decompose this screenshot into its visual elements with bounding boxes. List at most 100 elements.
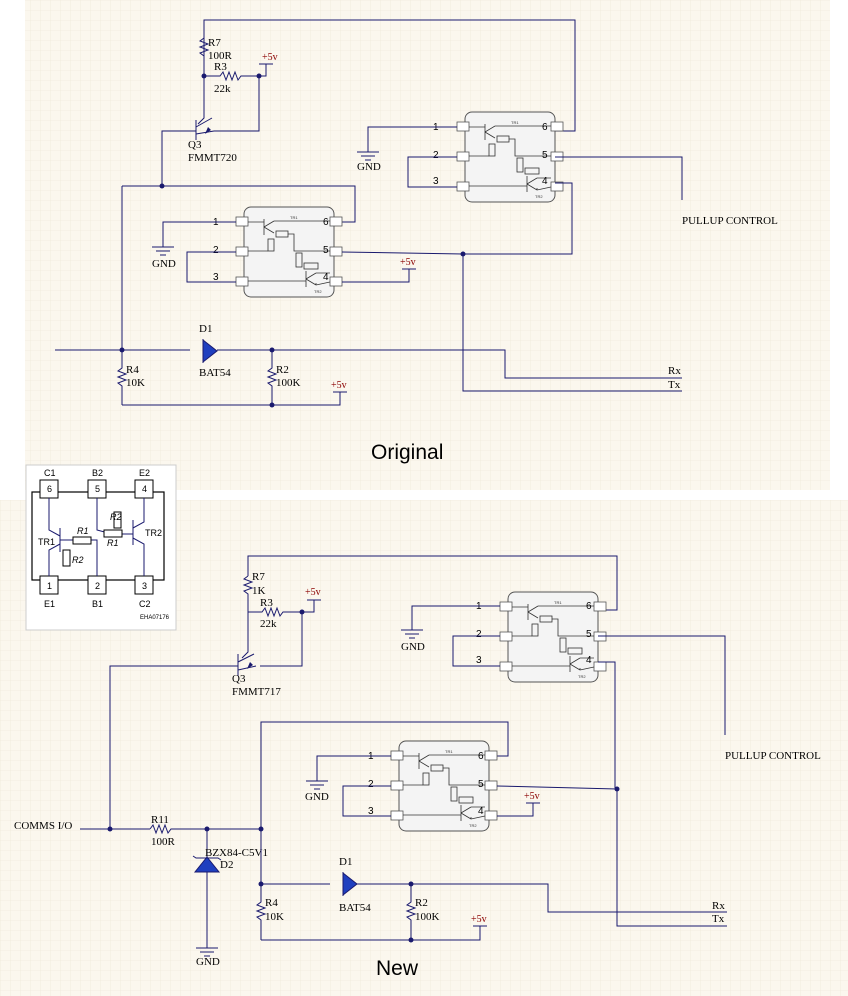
- pinout-num-1: 1: [47, 581, 52, 591]
- pinout-r1a: R1: [77, 526, 89, 536]
- r11-resistor: [149, 823, 261, 835]
- rx-label-new: Rx: [712, 900, 725, 912]
- original-schematic: R7 100R R3 22k +5v Q3 FMMT720 1 2 3 6 5 …: [55, 19, 778, 464]
- pinout-num-3: 3: [142, 581, 147, 591]
- gnd-label-d2: GND: [196, 956, 220, 968]
- ic1-pin2: 2: [433, 150, 439, 161]
- r3-resistor: [204, 70, 259, 82]
- ic2-pin2: 2: [213, 245, 219, 256]
- r2-resistor-new: [405, 884, 417, 940]
- r2-value-orig: 100K: [276, 377, 301, 389]
- pinout-b2: B2: [92, 468, 103, 478]
- r7-value: 100R: [208, 50, 233, 62]
- ic1-pin3: 3: [433, 176, 439, 187]
- vcc-label-r3-new: +5v: [305, 587, 321, 598]
- tx-label-orig: Tx: [668, 379, 681, 391]
- d1-label-orig: D1: [199, 323, 212, 335]
- ic2-pin5: 5: [323, 245, 329, 256]
- q3-transistor-new: [226, 612, 257, 676]
- ic2-pin3: 3: [213, 272, 219, 283]
- tx-label-new: Tx: [712, 913, 725, 925]
- new-schematic: R7 1K R3 22k +5v Q3 FMMT717 1 2 3 6 5 4 …: [14, 555, 821, 980]
- pullup-label-orig: PULLUP CONTROL: [682, 215, 778, 227]
- r11-label: R11: [151, 814, 169, 826]
- r4-resistor-orig: [116, 350, 128, 405]
- pinout-diagram: C1 B2 E2 6 5 4 1 2 3 E1 B1 C2 TR1 TR2 R1…: [25, 464, 177, 631]
- d1-value-new: BAT54: [339, 902, 371, 914]
- vcc-label-ic4: +5v: [524, 791, 540, 802]
- r2-label-new: R2: [415, 897, 428, 909]
- pinout-b1: B1: [92, 599, 103, 609]
- r7-resistor-new: [242, 575, 254, 612]
- ic3-pin2: 2: [476, 629, 482, 640]
- ic3-pin6: 6: [586, 601, 592, 612]
- gnd-label-ic1: GND: [357, 161, 381, 173]
- pinout-c1: C1: [44, 468, 56, 478]
- r7-value-new: 1K: [252, 585, 266, 597]
- r2-label-orig: R2: [276, 364, 289, 376]
- d1-value-orig: BAT54: [199, 367, 231, 379]
- ic3-pin5: 5: [586, 629, 592, 640]
- r7-label: R7: [208, 37, 221, 49]
- r3-resistor-new: [248, 606, 302, 618]
- q3-value-new: FMMT717: [232, 686, 281, 698]
- rx-label-orig: Rx: [668, 365, 681, 377]
- gnd-label-ic2: GND: [152, 258, 176, 270]
- q3-label-new: Q3: [232, 673, 246, 685]
- vcc-label-bottom-new: +5v: [471, 914, 487, 925]
- pinout-e2: E2: [139, 468, 150, 478]
- pinout-tr2: TR2: [145, 528, 162, 538]
- r4-value-orig: 10K: [126, 377, 145, 389]
- r7-label-new: R7: [252, 571, 265, 583]
- r3-value-new: 22k: [260, 618, 277, 630]
- caption-new: New: [376, 957, 419, 980]
- pinout-r1b: R1: [107, 538, 119, 548]
- ic2-pin4: 4: [323, 272, 329, 283]
- r4-label-orig: R4: [126, 364, 139, 376]
- d2-label: D2: [220, 859, 233, 871]
- r3-label-new: R3: [260, 597, 273, 609]
- ic4-pin2: 2: [368, 779, 374, 790]
- pullup-label-new: PULLUP CONTROL: [725, 750, 821, 762]
- q3-transistor: [182, 76, 215, 140]
- ic2-pin6: 6: [323, 217, 329, 228]
- r4-resistor-new: [255, 884, 267, 940]
- r7-resistor: [198, 37, 210, 76]
- r4-label-new: R4: [265, 897, 278, 909]
- ic4-pin5: 5: [478, 779, 484, 790]
- comms-io-label: COMMS I/O: [14, 820, 72, 832]
- vcc-label-bottom-orig: +5v: [331, 380, 347, 391]
- ic1-pin4: 4: [542, 176, 548, 187]
- r11-value: 100R: [151, 836, 176, 848]
- gnd-label-ic4: GND: [305, 791, 329, 803]
- d1-label-new: D1: [339, 856, 352, 868]
- ic1-pin5: 5: [542, 150, 548, 161]
- pinout-code: EHA07176: [140, 615, 170, 621]
- r2-value-new: 100K: [415, 911, 440, 923]
- pinout-num-2: 2: [95, 581, 100, 591]
- pinout-num-4: 4: [142, 484, 147, 494]
- caption-original: Original: [371, 441, 443, 464]
- pinout-e1: E1: [44, 599, 55, 609]
- q3-value: FMMT720: [188, 152, 237, 164]
- q3-label: Q3: [188, 139, 202, 151]
- r2-resistor-orig: [266, 350, 278, 405]
- ic3-pin3: 3: [476, 655, 482, 666]
- vcc-label-ic2: +5v: [400, 257, 416, 268]
- gnd-label-ic3: GND: [401, 641, 425, 653]
- ic3-pin4: 4: [586, 655, 592, 666]
- pinout-num-6: 6: [47, 484, 52, 494]
- pinout-c2: C2: [139, 599, 151, 609]
- pinout-num-5: 5: [95, 484, 100, 494]
- pinout-r2b: R2: [110, 512, 122, 522]
- ic4-pin4: 4: [478, 806, 484, 817]
- d2-value: BZX84-C5V1: [205, 847, 268, 859]
- r3-label: R3: [214, 61, 227, 73]
- r3-value: 22k: [214, 83, 231, 95]
- ic4-pin3: 3: [368, 806, 374, 817]
- vcc-label-r3: +5v: [262, 52, 278, 63]
- grid-pattern-top: [25, 0, 830, 490]
- ic1-pin6: 6: [542, 122, 548, 133]
- pinout-tr1: TR1: [38, 537, 55, 547]
